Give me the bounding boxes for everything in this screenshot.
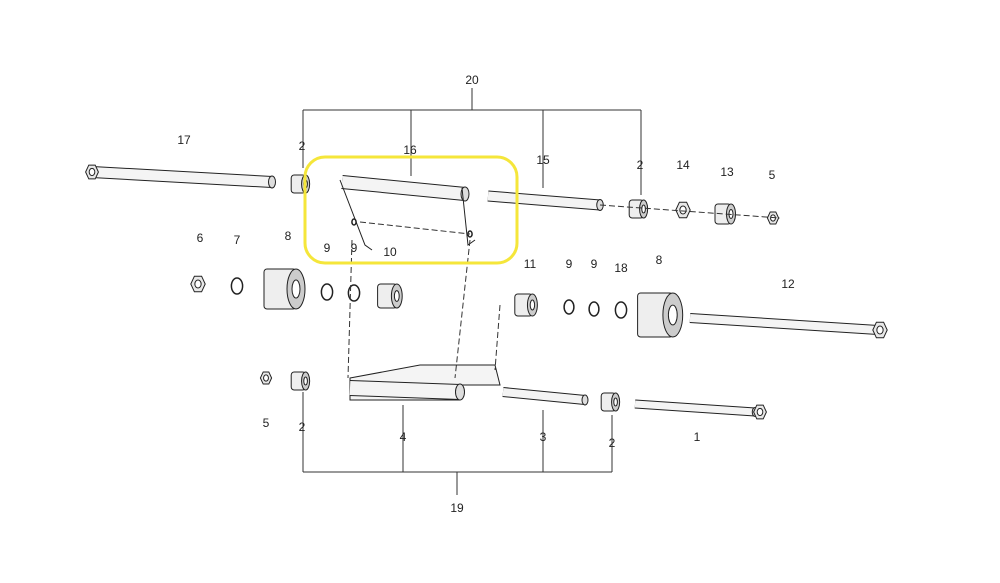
callout-label: 8	[284, 229, 292, 243]
nut-5-hole	[263, 374, 269, 382]
roller-8-bore	[667, 304, 678, 326]
centerline	[347, 239, 353, 379]
callout-label: 14	[676, 158, 690, 172]
callout-label: 9	[565, 257, 573, 271]
callout-label: 20	[465, 73, 479, 87]
ring-9	[347, 284, 361, 302]
callout-label: 4	[399, 430, 407, 444]
callout-label: 9	[350, 241, 358, 255]
sleeve-3-body	[502, 388, 586, 404]
callout-label: 2	[608, 436, 616, 450]
callout-label: 1	[693, 430, 701, 444]
sleeve-15-body	[487, 191, 601, 210]
washer-18	[614, 301, 628, 319]
callout-label: 6	[196, 231, 204, 245]
callout-label: 11	[523, 257, 537, 271]
bushing-2-bore	[641, 204, 646, 214]
roller-8-bore	[291, 279, 301, 299]
callout-label: 3	[539, 430, 547, 444]
centerline	[454, 239, 471, 379]
bracket-plate-16	[339, 179, 476, 251]
callout-label: 10	[383, 245, 397, 259]
callout-label: 9	[590, 257, 598, 271]
bushing-2-bore	[303, 376, 308, 386]
washer-14-hole	[679, 205, 687, 215]
washer-7	[230, 277, 244, 295]
swing-arm-tube-end	[455, 383, 465, 401]
callout-label: 5	[262, 416, 270, 430]
callout-label: 17	[177, 133, 191, 147]
centerline	[494, 304, 501, 371]
sleeve-3-end	[581, 394, 589, 406]
bolt-17-head-hole	[88, 167, 96, 177]
callout-label: 13	[720, 165, 734, 179]
sleeve-11-bore	[529, 299, 536, 311]
long-bolt-17-end	[268, 175, 276, 189]
ring-9	[563, 299, 575, 315]
pivot-tube-16-body	[341, 176, 466, 200]
callout-label: 15	[536, 153, 550, 167]
callout-label: 2	[636, 158, 644, 172]
callout-label: 2	[298, 420, 306, 434]
highlight-box	[303, 155, 519, 265]
bolt-12-head-hole	[876, 325, 884, 335]
bolt-1-head-hole	[756, 407, 764, 417]
callout-label: 5	[768, 168, 776, 182]
callout-label: 9	[323, 241, 331, 255]
callout-label: 16	[403, 143, 417, 157]
centerline	[359, 221, 471, 235]
callout-label: 18	[614, 261, 628, 275]
ring-9	[320, 283, 334, 301]
callout-label: 19	[450, 501, 464, 515]
ring-9	[588, 301, 600, 317]
callout-label: 8	[655, 253, 663, 267]
callout-label: 2	[298, 139, 306, 153]
long-bolt-17-body	[91, 167, 273, 187]
long-bolt-12-body	[689, 314, 879, 334]
bolt-1-body	[634, 400, 756, 416]
centerline	[599, 204, 781, 219]
callout-label: 7	[233, 233, 241, 247]
swing-arm-tube-body	[349, 381, 461, 399]
sleeve-10-bore	[393, 290, 400, 302]
bushing-2-bore	[613, 397, 618, 407]
nut-6-hole	[194, 279, 202, 289]
callout-label: 12	[781, 277, 795, 291]
plate-hole	[351, 218, 357, 226]
